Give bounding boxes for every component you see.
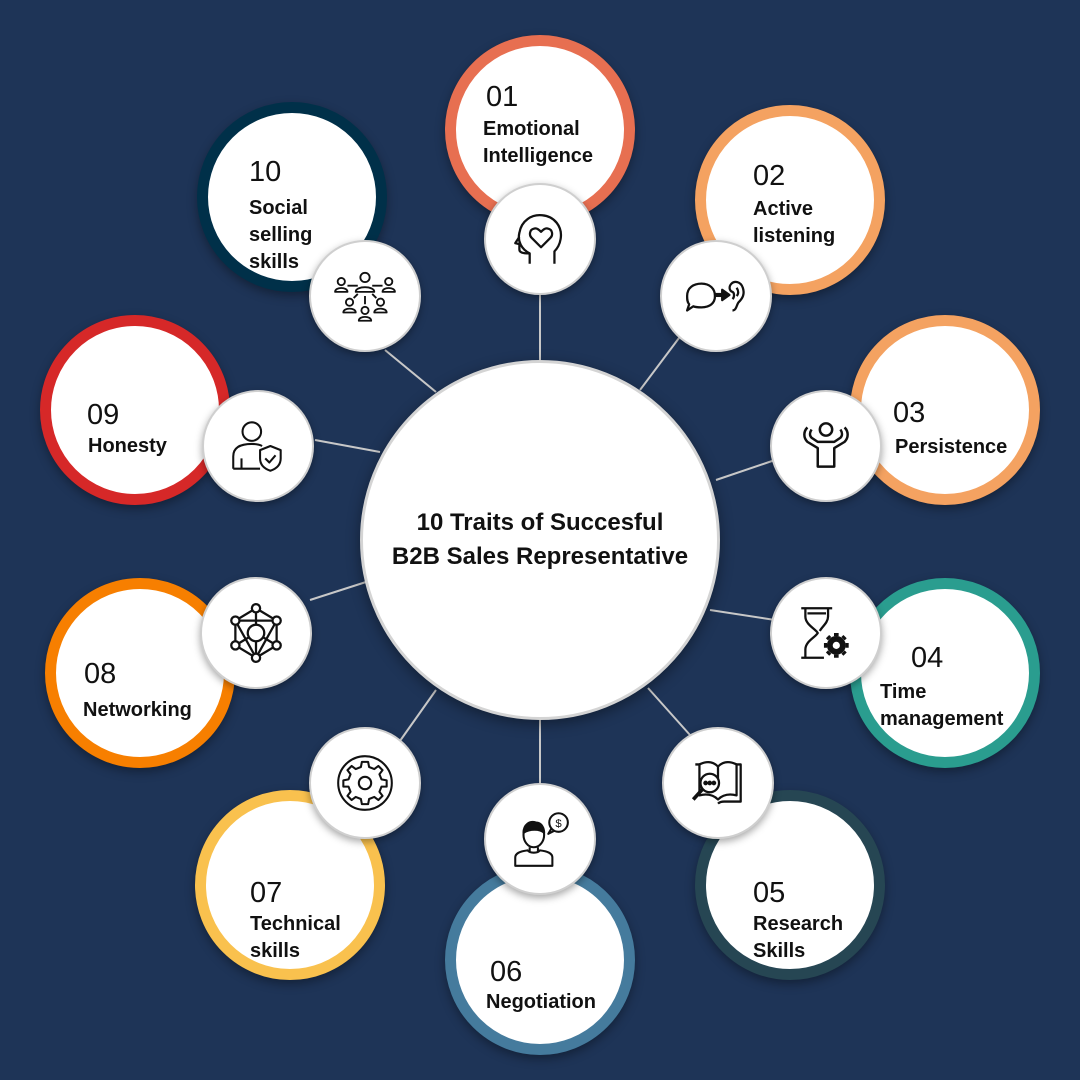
trait-label: Active: [753, 198, 814, 220]
trait-number: 01: [486, 81, 519, 113]
trait-label: Research: [753, 913, 844, 935]
trait-10-circle: 10 Social selling skills: [197, 102, 387, 292]
trait-label: selling: [249, 224, 313, 246]
trait-label: Honesty: [88, 435, 167, 457]
trait-label: Negotiation: [486, 991, 596, 1013]
book-magnifier-icon: [662, 727, 774, 839]
trait-label: Technical: [250, 913, 341, 935]
trait-label: skills: [249, 251, 300, 273]
trait-number: 05: [753, 877, 786, 909]
page-title-line2: B2B Sales Representative: [391, 543, 689, 570]
trait-label: management: [880, 708, 1004, 730]
trait-label: Time: [880, 681, 927, 703]
hourglass-gear-icon: [770, 577, 882, 689]
network-nodes-icon: [200, 577, 312, 689]
trait-number: 09: [87, 399, 120, 431]
speech-to-ear-icon: [660, 240, 772, 352]
trait-number: 08: [84, 658, 117, 690]
gear-circle-icon: [309, 727, 421, 839]
trait-label: Skills: [753, 940, 806, 962]
trait-number: 06: [490, 956, 523, 988]
trait-number: 10: [249, 156, 282, 188]
trait-number: 07: [250, 877, 283, 909]
page-title-line1: 10 Traits of Succesful: [416, 509, 664, 536]
people-network-icon: [309, 240, 421, 352]
user-shield-icon: [202, 390, 314, 502]
trait-number: 03: [893, 397, 926, 429]
trait-03-circle: 03 Persistence: [850, 315, 1040, 505]
center-title-circle: 10 Traits of Succesful B2B Sales Represe…: [360, 360, 720, 720]
trait-label: listening: [753, 225, 836, 247]
trait-label: Social: [249, 197, 308, 219]
trait-label: Networking: [83, 699, 192, 721]
trait-label: skills: [250, 940, 301, 962]
trait-label: Emotional: [483, 118, 580, 140]
person-arms-raised-icon: [770, 390, 882, 502]
head-heart-icon: [484, 183, 596, 295]
trait-number: 02: [753, 160, 786, 192]
trait-07-circle: 07 Technical skills: [195, 790, 385, 980]
svg-text:$: $: [555, 818, 562, 830]
trait-04-circle: 04 Time management: [850, 578, 1040, 768]
trait-08-circle: 08 Networking: [45, 578, 235, 768]
trait-label: Persistence: [895, 436, 1008, 458]
person-dollar-speech-icon: $: [484, 783, 596, 895]
trait-number: 04: [911, 642, 944, 674]
trait-label: Intelligence: [483, 145, 594, 167]
trait-09-circle: 09 Honesty: [40, 315, 230, 505]
